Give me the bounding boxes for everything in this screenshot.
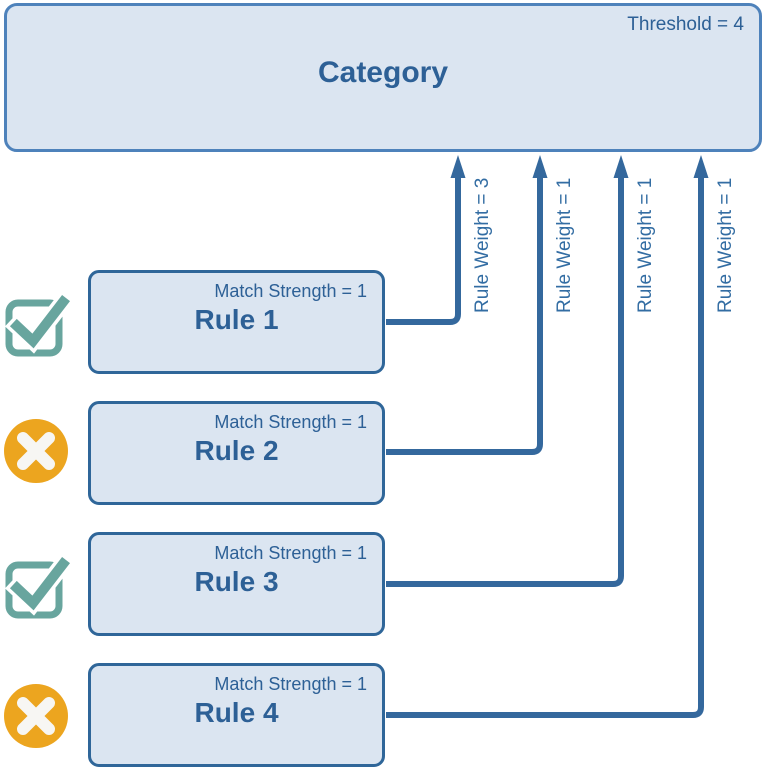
- rule-weight-label-1: Rule Weight = 3: [472, 178, 493, 313]
- x-icon: [2, 417, 70, 485]
- rule-name: Rule 4: [194, 697, 279, 728]
- x-icon: [2, 682, 70, 750]
- rule-weight-label-4: Rule Weight = 1: [715, 178, 736, 313]
- rule-box-1: Match Strength = 1 Rule 1: [88, 270, 385, 374]
- arrowhead-rule-4: [693, 155, 709, 178]
- category-title: Category: [317, 56, 449, 89]
- rule-box-4: Match Strength = 1 Rule 4: [88, 663, 385, 767]
- rule-name: Rule 2: [194, 435, 279, 466]
- category-box: Threshold = 4 Category: [4, 3, 762, 152]
- arrowhead-rule-2: [532, 155, 548, 178]
- checkmark-icon: [2, 551, 70, 619]
- connector-rule-4: [386, 170, 704, 718]
- rule-box-3: Match Strength = 1 Rule 3: [88, 532, 385, 636]
- arrowhead-rule-1: [450, 155, 466, 178]
- checkmark-icon: [2, 289, 70, 357]
- rule-name: Rule 1: [194, 304, 279, 335]
- threshold-label: Threshold = 4: [627, 14, 744, 35]
- connector-rule-2: [386, 170, 543, 455]
- arrowhead-rule-3: [613, 155, 629, 178]
- match-strength-label: Match Strength = 1: [214, 412, 367, 432]
- rule-box-2: Match Strength = 1 Rule 2: [88, 401, 385, 505]
- match-strength-label: Match Strength = 1: [214, 281, 367, 301]
- rule-weight-label-2: Rule Weight = 1: [554, 178, 575, 313]
- connector-rule-3: [386, 170, 624, 587]
- match-strength-label: Match Strength = 1: [214, 674, 367, 694]
- rule-weight-label-3: Rule Weight = 1: [635, 178, 656, 313]
- rule-name: Rule 3: [194, 566, 279, 597]
- connector-rule-1: [386, 170, 461, 325]
- match-strength-label: Match Strength = 1: [214, 543, 367, 563]
